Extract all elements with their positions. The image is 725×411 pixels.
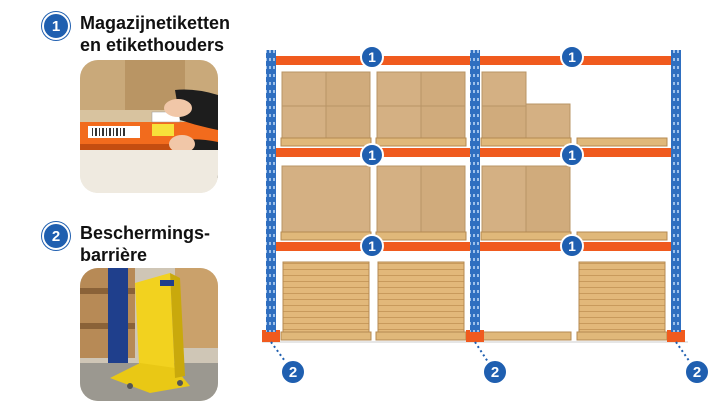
legend-title-protection-barrier: Beschermings- barrière [80, 222, 210, 266]
beam-marker-text: 1 [368, 147, 376, 163]
barrier-markers: 2 2 2 [280, 359, 710, 385]
upright-left [266, 50, 276, 332]
pallets-top-level [280, 137, 668, 147]
barrier-leader-lines [270, 341, 695, 369]
barrier-marker-2: 2 [684, 359, 710, 385]
upright-right [671, 50, 681, 332]
label-holder-photo-icon [80, 60, 218, 193]
barrier-marker-2: 2 [280, 359, 306, 385]
beam-marker-text: 1 [368, 49, 376, 65]
beam-markers: 1 1 1 1 1 1 [360, 45, 584, 258]
beam-marker-text: 1 [568, 49, 576, 65]
legend-title-line2: barrière [80, 245, 148, 265]
beam-marker-text: 1 [368, 238, 376, 254]
legend-title-line2: en etikethouders [80, 35, 225, 55]
crates-bottom-level [282, 261, 666, 333]
label-holder-photo [80, 60, 218, 193]
beam-marker-1: 1 [560, 234, 584, 258]
base-plate-center [466, 330, 484, 342]
beam-marker-1: 1 [560, 143, 584, 167]
beam-marker-1: 1 [360, 45, 384, 69]
legend-title-label-holders: Magazijnetiketten en etikethouders [80, 12, 230, 56]
protection-barrier-photo-icon [80, 268, 218, 401]
beam-marker-1: 1 [360, 143, 384, 167]
barrier-marker-2: 2 [482, 359, 508, 385]
pallets-bottom-level [280, 331, 668, 341]
pallets-middle-level [280, 231, 668, 241]
number-badge-2: 2 [42, 222, 70, 250]
legend-title-line1: Magazijnetiketten [80, 13, 231, 33]
upright-center [470, 50, 480, 332]
legend-title-line1: Beschermings- [80, 223, 211, 243]
beam-marker-text: 1 [568, 147, 576, 163]
beam-marker-1: 1 [560, 45, 584, 69]
uprights [266, 50, 681, 332]
beam-marker-text: 1 [568, 238, 576, 254]
boxes-top-left-bay [281, 71, 466, 139]
base-plate-left [262, 330, 280, 342]
barrier-marker-text: 2 [693, 364, 701, 381]
barrier-marker-text: 2 [289, 364, 297, 381]
boxes-top-right-bay [481, 71, 571, 139]
protection-barrier-photo [80, 268, 218, 401]
barrier-marker-text: 2 [491, 364, 499, 381]
boxes-middle-level [281, 165, 571, 233]
base-plate-right [667, 330, 685, 342]
number-badge-1: 1 [42, 12, 70, 40]
beam-marker-1: 1 [360, 234, 384, 258]
